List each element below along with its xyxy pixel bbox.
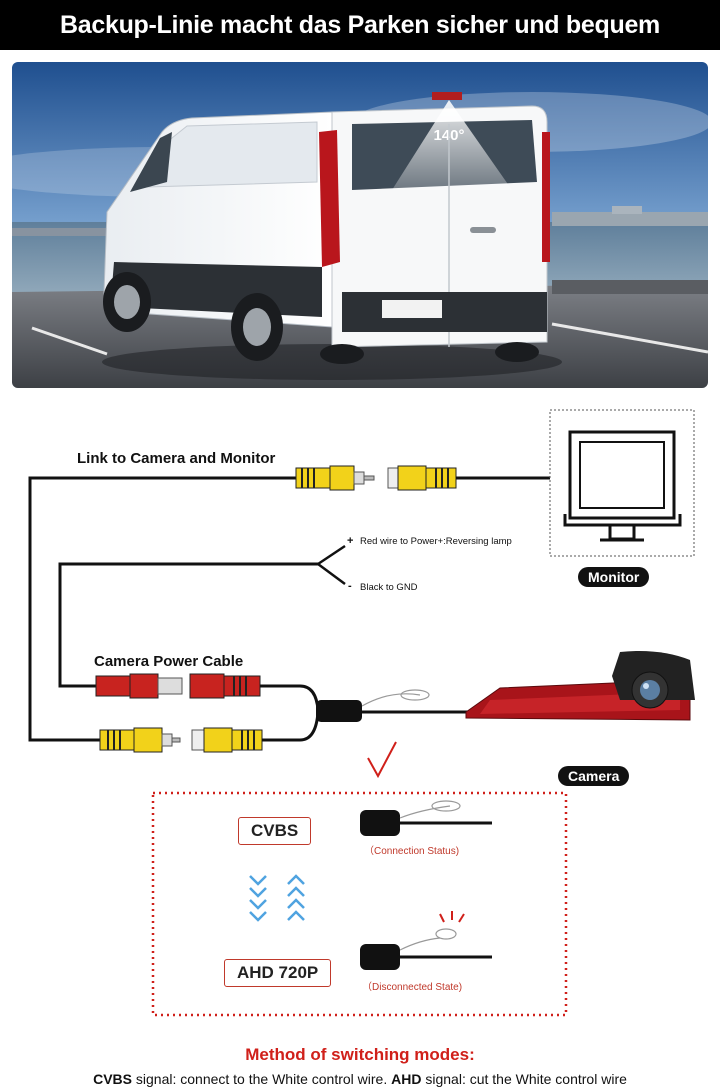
rca-connector-male-bottom xyxy=(99,727,181,753)
camera-icon xyxy=(465,651,695,721)
control-module xyxy=(316,700,362,722)
van-photo: 140° xyxy=(12,62,708,388)
disconnected-status-label: （Disconnected State) xyxy=(362,982,463,993)
camera-label: Camera xyxy=(558,766,630,786)
cvbs-wire-icon xyxy=(360,800,492,836)
monitor-icon xyxy=(549,409,695,557)
link-label: Link to Camera and Monitor xyxy=(77,450,276,467)
cvbs-mode-label: CVBS xyxy=(238,817,312,845)
ahd-term: AHD xyxy=(391,1071,422,1087)
arrows-down-icon xyxy=(249,875,267,922)
checkmark-icon xyxy=(367,741,397,779)
cvbs-instruction: signal: connect to the White control wir… xyxy=(132,1071,392,1087)
rca-connector-male-top xyxy=(295,465,375,491)
method-description: CVBS signal: connect to the White contro… xyxy=(0,1071,720,1087)
method-title: Method of switching modes: xyxy=(245,1045,475,1064)
cvbs-term: CVBS xyxy=(93,1071,132,1087)
power-cable-label: Camera Power Cable xyxy=(94,653,244,670)
black-wire-label: Black to GND xyxy=(360,582,418,593)
power-connector-female xyxy=(189,673,261,699)
video-cable xyxy=(28,476,300,742)
monitor-label: Monitor xyxy=(578,567,650,587)
mode-switch-box xyxy=(151,791,568,1017)
ahd-wire-icon xyxy=(360,911,492,970)
power-cable xyxy=(58,562,318,688)
arrows-up-icon xyxy=(287,874,305,921)
power-connector-male xyxy=(95,673,183,699)
red-wire-label: Red wire to Power+:Reversing lamp xyxy=(360,536,512,547)
rca-connector-female-top xyxy=(387,465,457,491)
red-wire-sign: + xyxy=(347,535,354,547)
black-wire-sign: - xyxy=(348,580,352,592)
banner-title: Backup-Linie macht das Parken sicher und… xyxy=(60,10,660,39)
ahd-instruction: signal: cut the White control wire xyxy=(421,1071,627,1087)
van-illustration: 140° xyxy=(12,62,708,388)
ahd-mode-label: AHD 720P xyxy=(224,959,332,987)
page-banner: Backup-Linie macht das Parken sicher und… xyxy=(0,0,720,50)
connection-status-label: （Connection Status) xyxy=(364,846,460,857)
rca-connector-female-bottom xyxy=(191,727,263,753)
